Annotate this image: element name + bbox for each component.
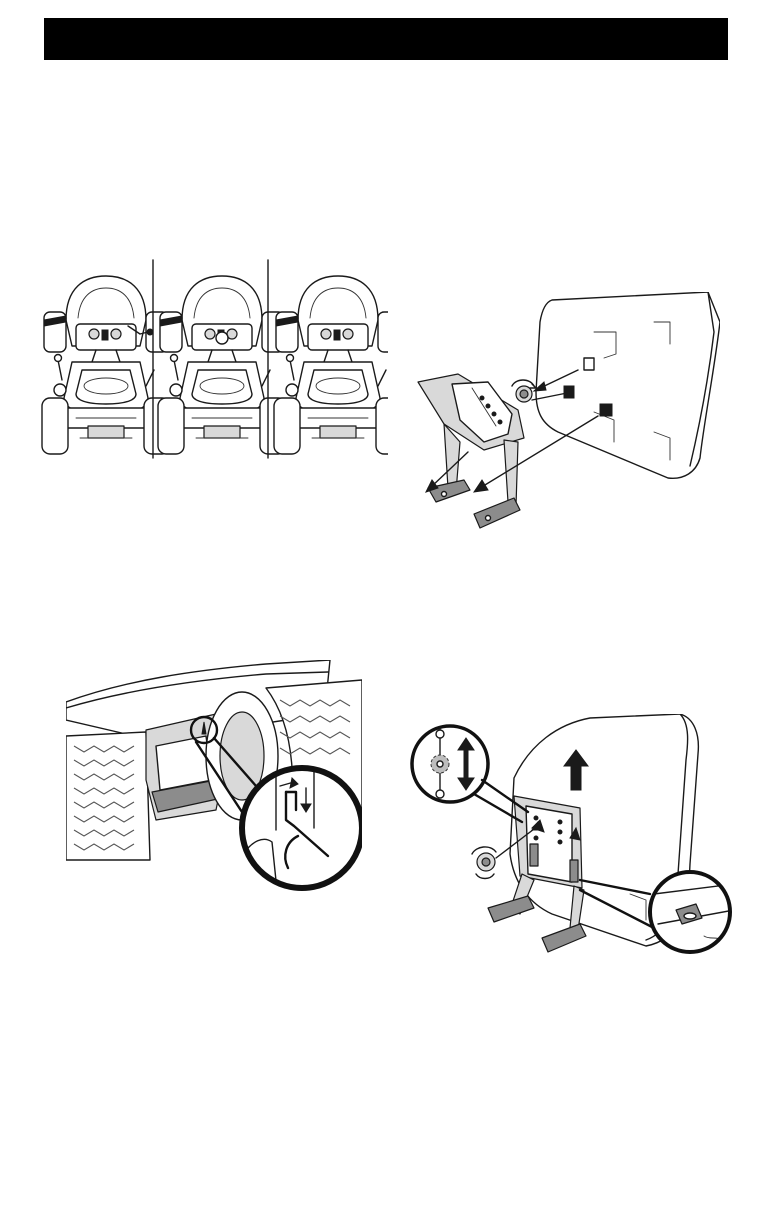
seat-adjust-figure: [410, 714, 734, 958]
seat-bracket-removal-figure: [408, 292, 720, 538]
section-header-bar: [44, 18, 728, 60]
wheel-hook-detail-figure: [66, 660, 362, 898]
tractor-variants-figure: [36, 258, 388, 462]
